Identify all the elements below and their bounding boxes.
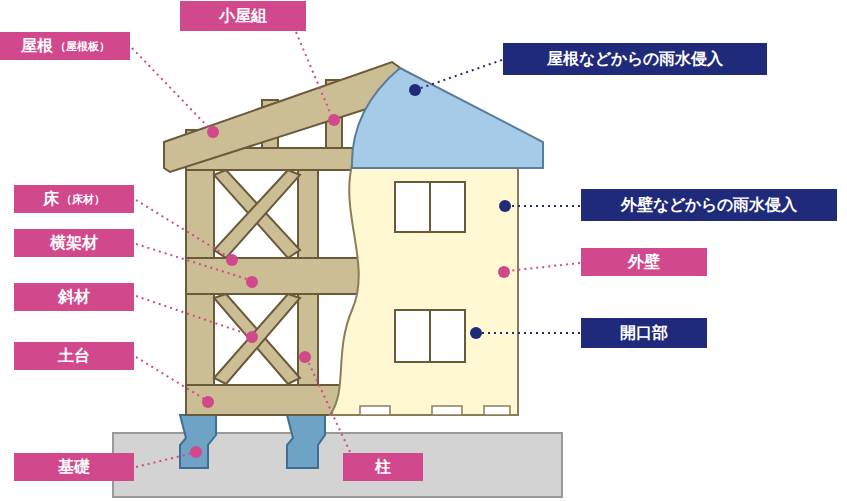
part-label: （床材） [61,192,105,207]
part-label: 土台 [58,346,90,367]
foundation [180,415,216,468]
label-box: 外壁 [581,248,707,276]
leader-dot [409,84,511,339]
window [395,182,465,362]
part-label: 小屋組 [219,6,267,27]
exterior-wall [330,165,518,415]
label-box: 柱 [343,453,423,481]
part-label: 屋根 [21,36,53,57]
label-box: 開口部 [581,318,707,348]
part-label: 外壁などからの雨水侵入 [621,195,797,216]
label-box: 横架材 [14,229,134,257]
label-box: 斜材 [14,283,134,311]
leader-line [132,32,580,467]
part-label: 横架材 [50,233,98,254]
roof-cover [352,68,543,168]
label-box: 土台 [14,342,134,370]
part-label: 外壁 [628,252,660,273]
part-label: 開口部 [620,323,668,344]
leader-line [418,60,580,333]
part-label: 床 [43,189,59,210]
label-box: 床（床材） [14,185,134,213]
part-label: 柱 [375,457,391,478]
part-label: 屋根などからの雨水侵入 [547,49,723,70]
label-box: 小屋組 [180,1,306,31]
leader-dot [190,114,510,458]
label-box: 基礎 [14,453,134,481]
part-label: 斜材 [58,287,90,308]
label-box: 屋根（屋根板） [0,32,130,60]
foundation [287,415,325,468]
label-box: 外壁などからの雨水侵入 [581,189,837,221]
label-box: 屋根などからの雨水侵入 [503,43,767,75]
part-label: （屋根板） [55,39,110,54]
vent [360,406,510,415]
part-label: 基礎 [58,457,90,478]
